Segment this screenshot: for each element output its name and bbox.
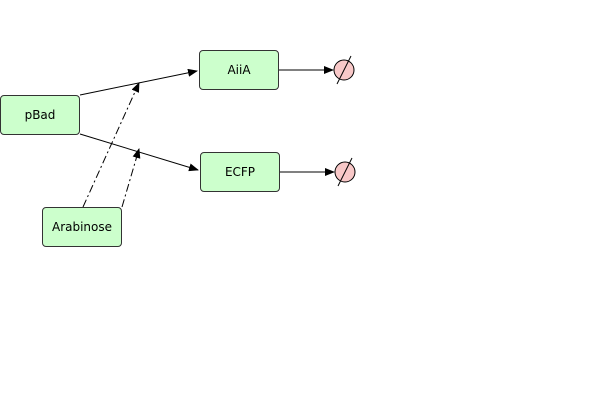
node-ecfp-label: ECFP [224, 165, 256, 179]
degradation-icon [333, 55, 355, 85]
node-pbad-label: pBad [24, 108, 56, 122]
node-arabinose[interactable]: Arabinose [42, 207, 122, 247]
edge-arabinose-to-aiia-edge [82, 82, 140, 208]
node-aiia-label: AiiA [227, 63, 251, 77]
edge-arabinose-to-ecfp-edge [121, 148, 141, 208]
node-aiia[interactable]: AiiA [199, 50, 279, 90]
node-arabinose-label: Arabinose [51, 220, 113, 234]
degradation-icon [334, 157, 356, 187]
node-ecfp[interactable]: ECFP [200, 152, 280, 192]
edge-pbad-to-ecfp [79, 133, 199, 172]
node-pbad[interactable]: pBad [0, 95, 80, 135]
